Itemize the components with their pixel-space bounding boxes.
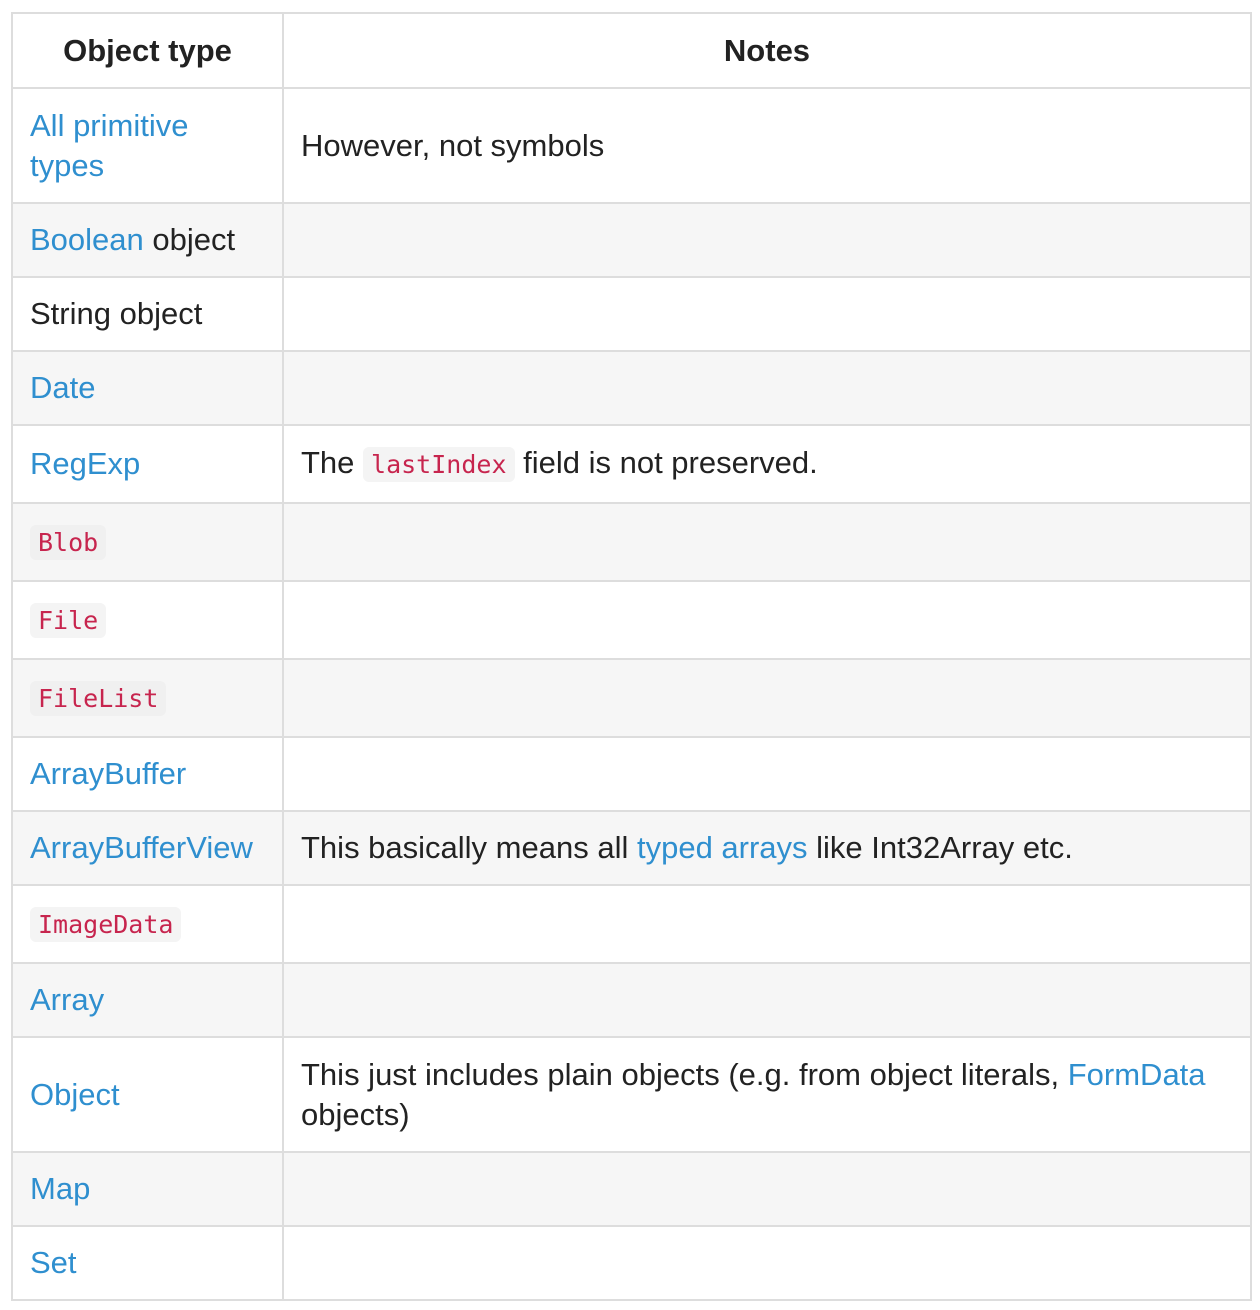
table-row: Boolean object (11, 202, 1252, 278)
table-row: Array (11, 962, 1252, 1038)
all-primitive-types-link[interactable]: All primitive types (30, 107, 189, 183)
type-cell: Date (11, 350, 284, 426)
note-suffix-text: objects) (301, 1096, 410, 1132)
type-cell: RegExp (11, 424, 284, 504)
notes-cell: This basically means all typed arrays li… (282, 810, 1252, 886)
header-notes: Notes (282, 12, 1252, 89)
notes-cell (282, 884, 1252, 964)
filelist-code: FileList (30, 681, 167, 716)
notes-cell (282, 502, 1252, 582)
table-row: ArrayBuffer (11, 736, 1252, 812)
object-link[interactable]: Object (30, 1076, 120, 1112)
table-row: ImageData (11, 884, 1252, 964)
notes-cell (282, 658, 1252, 738)
type-cell: FileList (11, 658, 284, 738)
arraybuffer-link[interactable]: ArrayBuffer (30, 756, 187, 791)
notes-cell (282, 736, 1252, 812)
table-row: RegExp The lastIndex field is not preser… (11, 424, 1252, 504)
notes-cell (282, 350, 1252, 426)
table-row: FileList (11, 658, 1252, 738)
type-cell: ArrayBuffer (11, 736, 284, 812)
notes-cell (282, 1225, 1252, 1301)
lastindex-code: lastIndex (363, 447, 515, 482)
type-cell: Array (11, 962, 284, 1038)
note-prefix-text: This just includes plain objects (e.g. f… (301, 1056, 1068, 1092)
type-cell: Boolean object (11, 202, 284, 278)
table-row: All primitive types However, not symbols (11, 87, 1252, 204)
type-cell: Set (11, 1225, 284, 1301)
table-row: Map (11, 1151, 1252, 1227)
notes-cell (282, 580, 1252, 660)
note-suffix-text: like Int32Array etc. (807, 830, 1073, 865)
type-cell: ArrayBufferView (11, 810, 284, 886)
type-cell: ImageData (11, 884, 284, 964)
type-cell: Blob (11, 502, 284, 582)
file-code: File (30, 603, 107, 638)
type-suffix-text: object (143, 222, 236, 257)
table-row: ArrayBufferView This basically means all… (11, 810, 1252, 886)
type-cell: String object (11, 276, 284, 352)
formdata-link[interactable]: FormData (1067, 1056, 1206, 1092)
type-cell: Map (11, 1151, 284, 1227)
notes-cell (282, 962, 1252, 1038)
table-row: Date (11, 350, 1252, 426)
note-prefix-text: This basically means all (301, 830, 637, 865)
table-row: Object This just includes plain objects … (11, 1036, 1252, 1153)
imagedata-code: ImageData (30, 907, 182, 942)
type-cell: File (11, 580, 284, 660)
type-cell: Object (11, 1036, 284, 1153)
note-suffix-text: field is not preserved. (514, 445, 818, 480)
set-link[interactable]: Set (30, 1245, 77, 1280)
date-link[interactable]: Date (30, 370, 96, 405)
boolean-link[interactable]: Boolean (30, 222, 144, 257)
note-prefix-text: The (301, 445, 364, 480)
array-link[interactable]: Array (30, 982, 105, 1017)
object-types-table: Object type Notes All primitive types Ho… (11, 12, 1252, 1301)
notes-cell (282, 276, 1252, 352)
notes-cell (282, 1151, 1252, 1227)
arraybufferview-link[interactable]: ArrayBufferView (30, 830, 253, 865)
notes-cell: The lastIndex field is not preserved. (282, 424, 1252, 504)
notes-cell (282, 202, 1252, 278)
regexp-link[interactable]: RegExp (30, 446, 141, 481)
type-cell: All primitive types (11, 87, 284, 204)
typed-arrays-link[interactable]: typed arrays (636, 830, 808, 865)
header-row: Object type Notes (11, 12, 1252, 89)
table-row: Blob (11, 502, 1252, 582)
table-row: Set (11, 1225, 1252, 1301)
table-row: String object (11, 276, 1252, 352)
notes-cell: However, not symbols (282, 87, 1252, 204)
blob-code: Blob (30, 525, 107, 560)
table-row: File (11, 580, 1252, 660)
header-object-type: Object type (11, 12, 284, 89)
map-link[interactable]: Map (30, 1171, 91, 1206)
notes-cell: This just includes plain objects (e.g. f… (282, 1036, 1252, 1153)
